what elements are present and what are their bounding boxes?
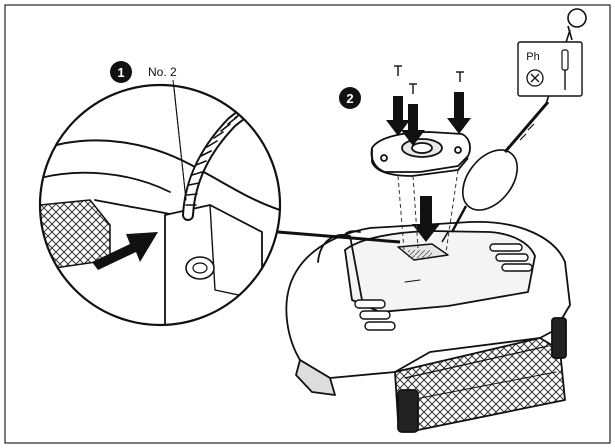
alignment-lines: [397, 169, 459, 253]
push-arrow-icon: [92, 232, 158, 270]
robot-front-vents: [489, 243, 533, 272]
screw: [409, 83, 417, 94]
leader-line: [277, 230, 401, 244]
part-leader-line: [172, 79, 187, 201]
phillips-tool-icon: Ph: [517, 41, 583, 97]
screw: [456, 71, 464, 82]
step-2-badge: 2: [339, 87, 361, 109]
detail-tread: [40, 199, 111, 271]
page-frame: [4, 4, 611, 444]
arrow-down-icon: [401, 104, 425, 146]
arrow-down-icon: [447, 92, 471, 134]
step-2-number: 2: [346, 91, 353, 106]
screw: [394, 65, 402, 76]
screws: [394, 65, 464, 94]
step-1-number: 1: [117, 65, 124, 80]
robot-side-vents: [354, 299, 396, 331]
tool-type-label: Ph: [526, 51, 539, 63]
screwdriver-handle: [462, 149, 518, 211]
robot-wheel-end: [397, 389, 419, 433]
robot-handle: [317, 230, 363, 301]
pool-robot: [285, 221, 571, 433]
mount-bracket: [370, 131, 471, 177]
screwdriver-icon: [561, 49, 569, 71]
detail-zoom: [38, 83, 282, 327]
zoom-circle: [38, 83, 282, 327]
insert-arrows: [386, 92, 471, 242]
part-label: No. 2: [148, 65, 177, 79]
step-1-badge: 1: [110, 61, 132, 83]
robot-wheel: [295, 359, 336, 396]
arrow-down-icon: [412, 196, 440, 242]
arrow-down-icon: [386, 96, 410, 136]
detail-cable: [182, 102, 256, 221]
